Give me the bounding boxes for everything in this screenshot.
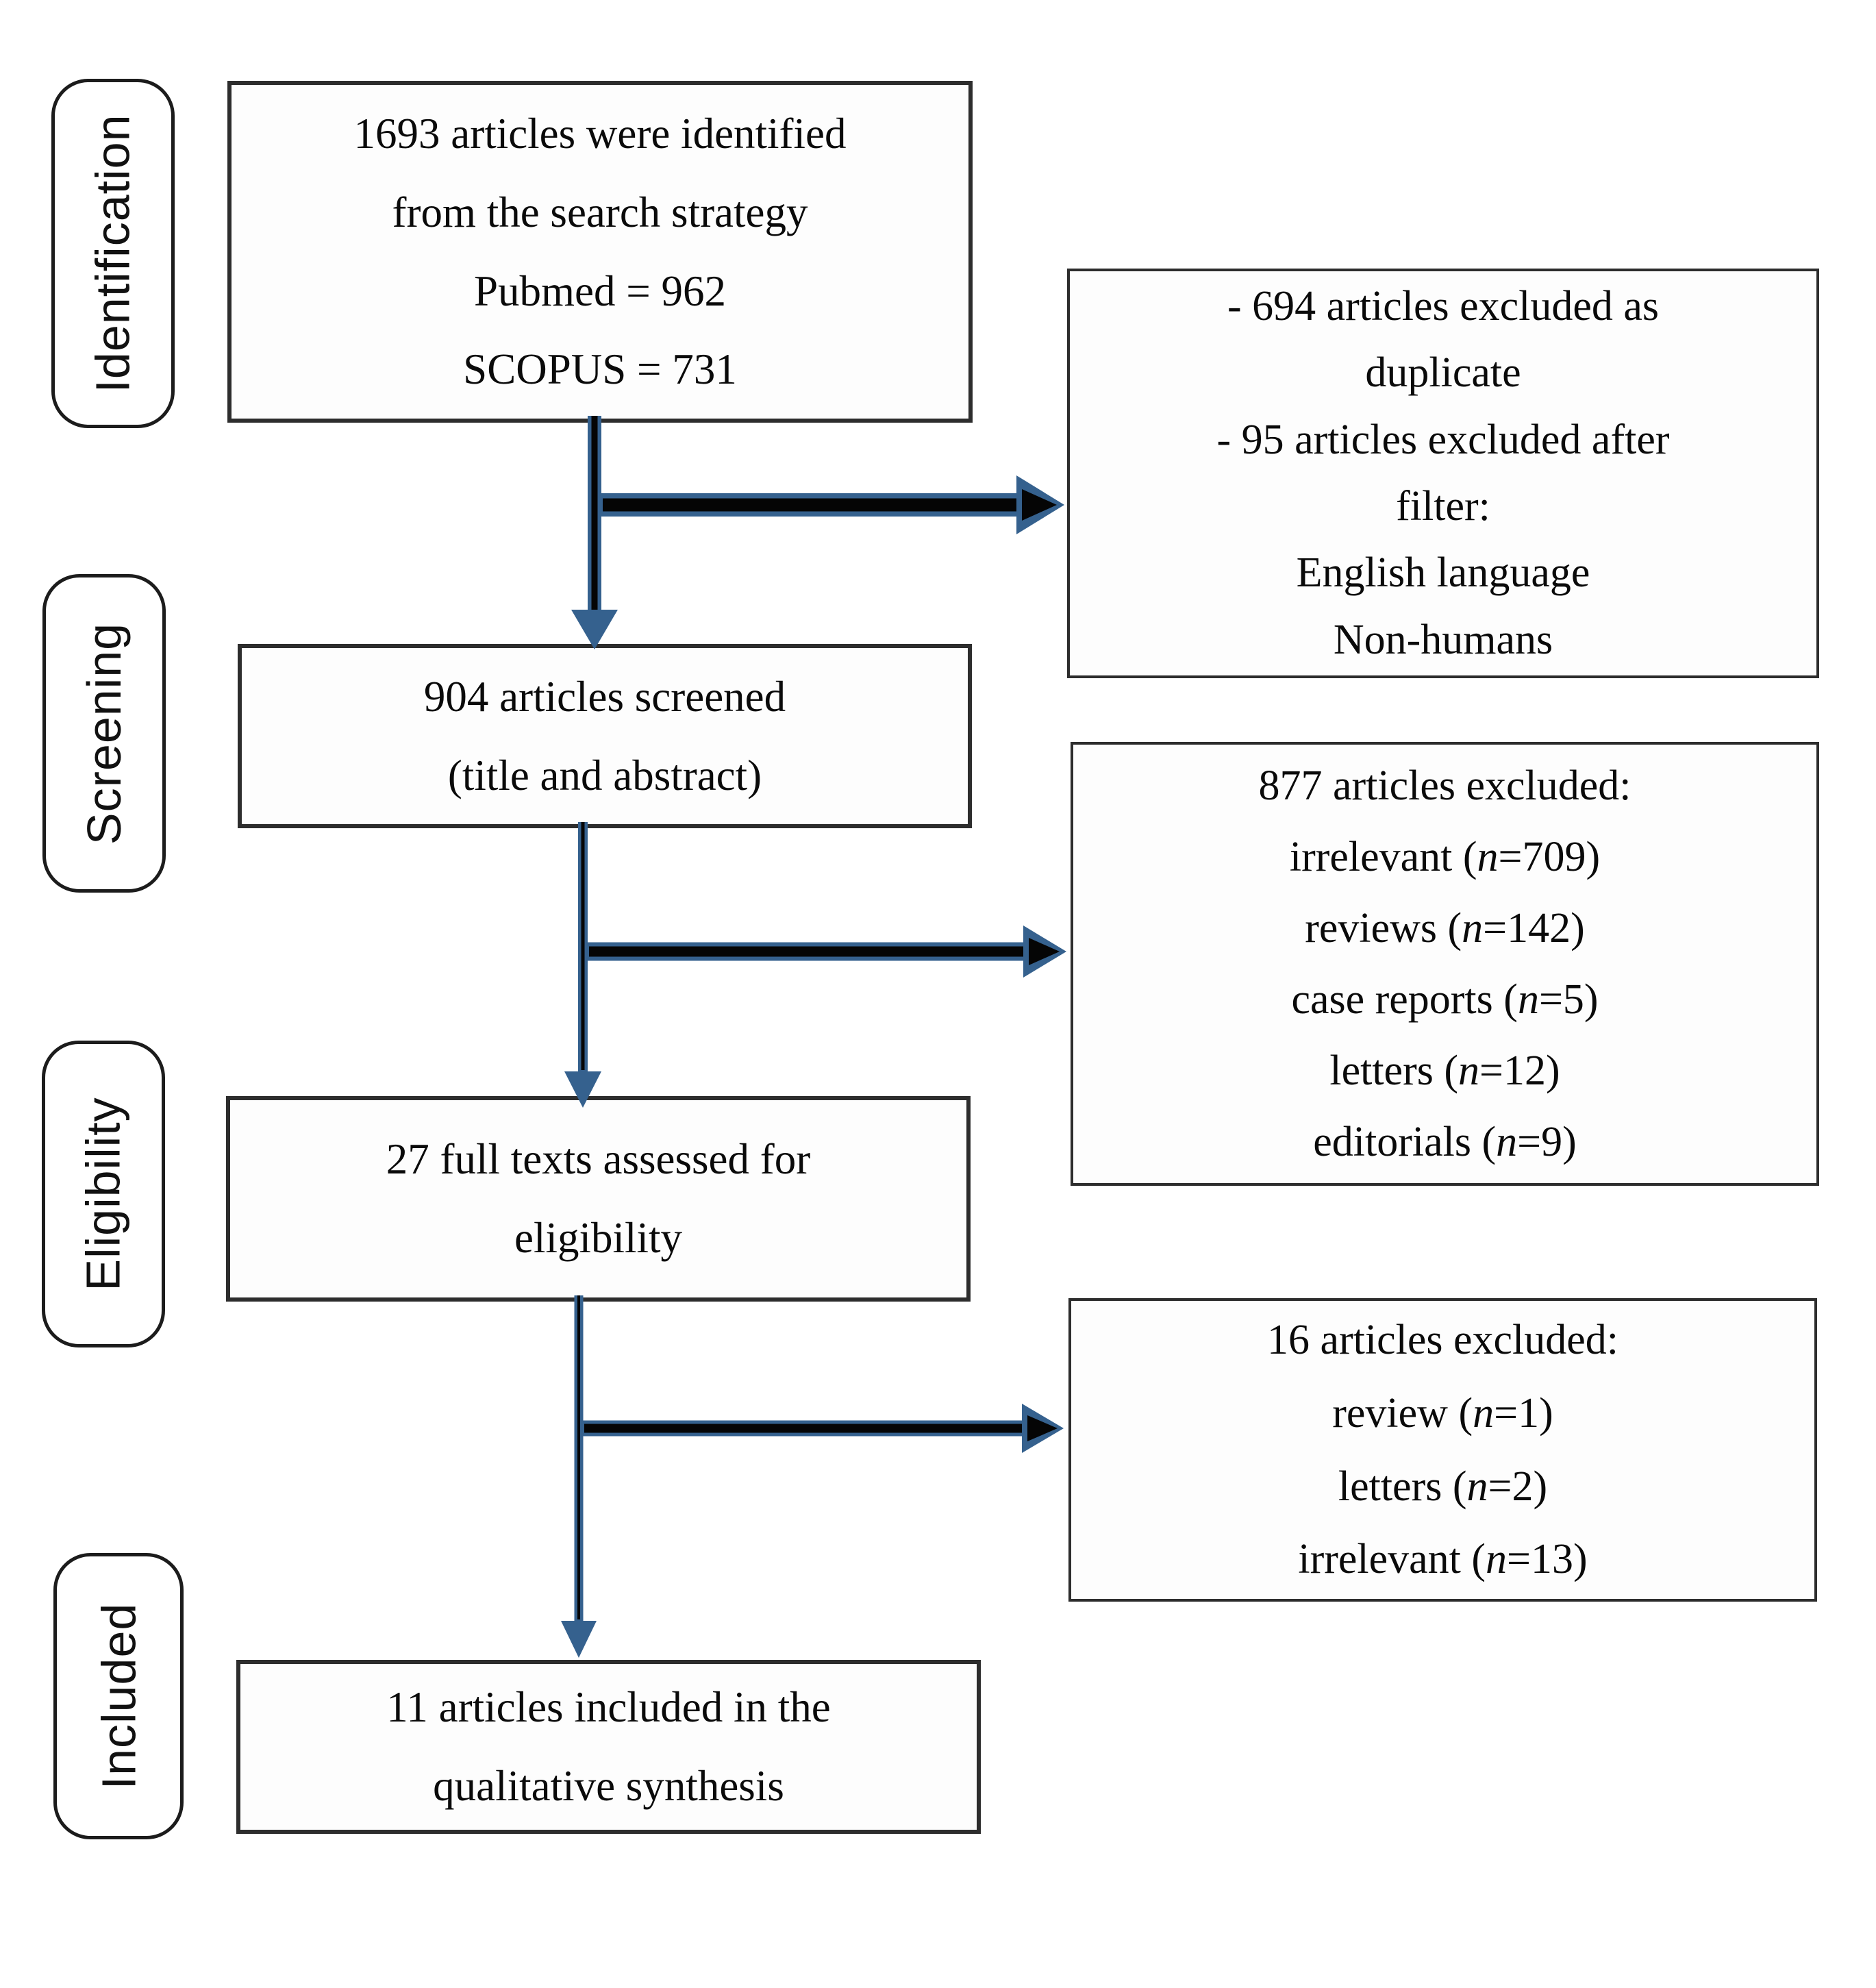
box-articles-screened-line: 904 articles screened [423, 672, 786, 721]
box-articles-identified-line: SCOPUS = 731 [463, 345, 737, 394]
box-excluded-duplicates-line: filter: [1396, 483, 1490, 530]
stage-label-eligibility: Eligibility [42, 1041, 165, 1347]
box-excluded-fulltext: 16 articles excluded: review (n=1) lette… [1068, 1298, 1817, 1602]
arrow-branch-to-dedup-exclusions [600, 475, 1064, 534]
box-excluded-fulltext-line: 16 articles excluded: [1266, 1317, 1618, 1364]
box-excluded-fulltext-line: letters (n=2) [1338, 1463, 1548, 1510]
box-excluded-screening: 877 articles excluded: irrelevant (n=709… [1071, 742, 1819, 1186]
box-fulltext-assessed-line: 27 full texts assessed for [386, 1135, 811, 1184]
box-fulltext-assessed: 27 full texts assessed for eligibility [226, 1096, 971, 1302]
box-excluded-screening-line: reviews (n=142) [1305, 904, 1585, 952]
box-excluded-duplicates-line: English language [1296, 549, 1590, 597]
stage-label-screening-text: Screening [77, 622, 131, 845]
box-excluded-screening-line: 877 articles excluded: [1258, 762, 1631, 809]
box-excluded-duplicates-filter: - 694 articles excluded as duplicate - 9… [1067, 269, 1819, 678]
stage-label-screening: Screening [42, 574, 166, 893]
stage-label-identification: Identification [51, 79, 175, 428]
box-articles-included-line: 11 articles included in the [386, 1683, 831, 1732]
box-excluded-duplicates-line: Non-humans [1333, 616, 1553, 663]
box-excluded-duplicates-line: - 694 articles excluded as [1227, 283, 1660, 330]
box-articles-identified-line: 1693 articles were identified [353, 110, 847, 158]
box-excluded-fulltext-line: irrelevant (n=13) [1298, 1536, 1588, 1583]
box-articles-screened-line: (title and abstract) [447, 751, 762, 799]
stage-label-identification-text: Identification [86, 114, 140, 393]
box-excluded-fulltext-line: review (n=1) [1332, 1389, 1553, 1437]
box-articles-included-line: qualitative synthesis [433, 1762, 784, 1810]
box-excluded-screening-line: irrelevant (n=709) [1289, 833, 1601, 880]
box-articles-screened: 904 articles screened (title and abstrac… [238, 644, 972, 828]
box-excluded-screening-line: case reports (n=5) [1291, 976, 1599, 1023]
box-articles-identified: 1693 articles were identified from the s… [227, 81, 973, 423]
box-excluded-duplicates-line: duplicate [1365, 349, 1521, 397]
box-articles-identified-line: Pubmed = 962 [473, 266, 727, 315]
stage-label-eligibility-text: Eligibility [77, 1097, 130, 1291]
arrow-screened-to-eligibility [564, 822, 601, 1108]
arrow-eligibility-to-included [561, 1295, 597, 1658]
box-excluded-screening-line: letters (n=12) [1329, 1047, 1560, 1095]
box-articles-included: 11 articles included in the qualitative … [236, 1660, 981, 1834]
stage-label-included: Included [53, 1553, 184, 1839]
arrow-identified-to-screened [571, 416, 618, 649]
box-articles-identified-line: from the search strategy [392, 188, 808, 236]
box-excluded-screening-line: editorials (n=9) [1313, 1119, 1577, 1166]
arrow-branch-to-fulltext-exclusions [582, 1404, 1064, 1453]
arrow-branch-to-screening-exclusions [587, 925, 1066, 978]
stage-label-included-text: Included [92, 1602, 145, 1790]
box-excluded-duplicates-line: - 95 articles excluded after [1216, 416, 1670, 463]
box-fulltext-assessed-line: eligibility [514, 1214, 682, 1262]
